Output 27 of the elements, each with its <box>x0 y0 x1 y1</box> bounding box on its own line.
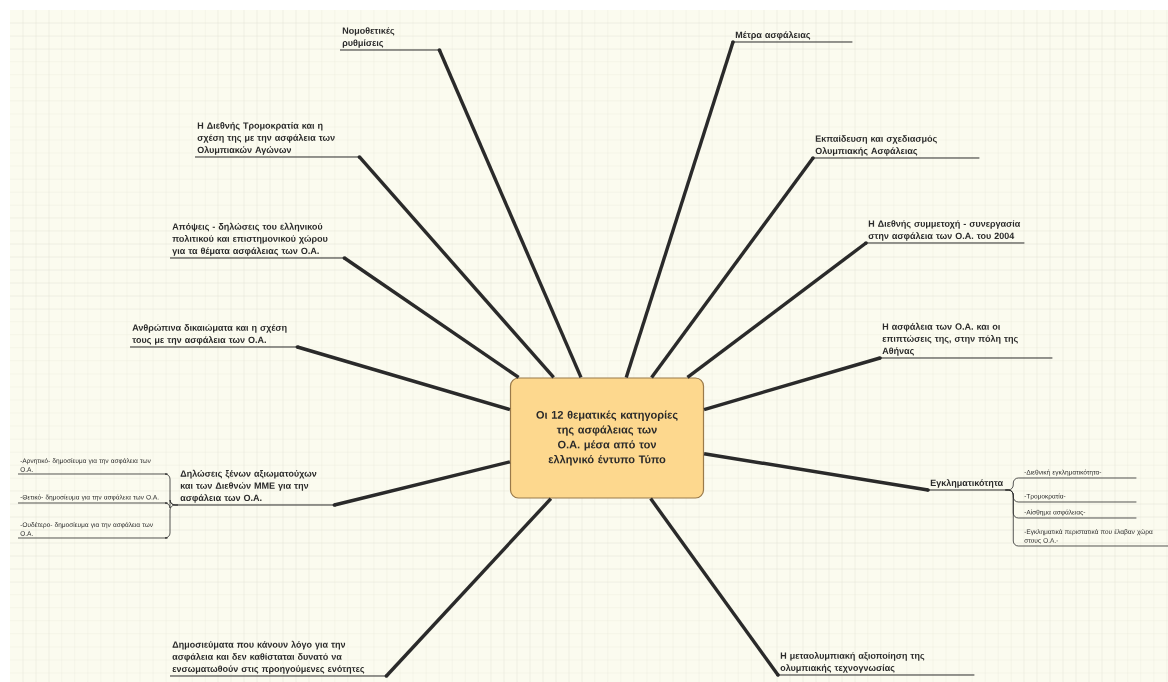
branch-line <box>334 460 511 507</box>
topic-label: Η Διεθνής Τρομοκρατία και η σχέση της με την ασφάλεια των Ολυμπιακών Αγώνων <box>194 122 362 159</box>
topic-label: Ανθρώπινα δικαιώματα και η σχέση τους με την ασφάλεια των Ο.Α. <box>129 324 300 349</box>
branch-line <box>686 241 868 379</box>
branch-line <box>624 41 735 378</box>
branch-line <box>649 497 780 676</box>
topic-label: Δηλώσεις ξένων αξιωματούχων και των Διεθνών ΜΜΕ για την ασφάλεια των Ο.Α. <box>177 469 337 507</box>
branch-line <box>703 452 929 492</box>
branch-line <box>385 497 553 678</box>
branch-line <box>703 356 881 412</box>
topic-label: Εγκληματικότητα <box>926 479 1006 492</box>
branch-line <box>358 155 555 379</box>
topic-label: Νομοθετικές ρυθμίσεις <box>339 27 442 52</box>
branch-line <box>296 345 511 412</box>
bracket-line <box>164 504 179 539</box>
topic-label: Απόψεις - δηλώσεις του ελληνικού πολιτικού και επιστημονικού χώρου για τα θέματα ασφάλειας των Ο.Α. <box>169 222 347 260</box>
bracket-line <box>1004 489 1023 547</box>
topic-label: Η μεταολυμπιακή αξιοποίηση της ολυμπιακής τεχνογνωσίας <box>776 652 975 677</box>
topic-label: Η ασφάλεια των Ο.Α. και οι επιπτώσεις της, στην πόλη της Αθήνας <box>878 322 1053 360</box>
topic-label: Δημοσιεύματα που κάνουν λόγο για την ασφάλεια και δεν καθίσταται δυνατό να ενσωματωθούν στις προηγούμενες ενότητες <box>169 640 389 678</box>
branch-line <box>650 157 815 379</box>
topic-label: Εκπαίδευση και σχεδιασμός Ολυμπιακής Ασφάλειας <box>811 135 980 160</box>
topic-label: Η Διεθνής συμμετοχή - συνεργασία στην ασφάλεια των Ο.Α. του 2004 <box>864 220 1025 245</box>
branch-line <box>343 256 520 379</box>
central-topic-box: Οι 12 θεματικές κατηγορίες της ασφάλειας των Ο.Α. μέσα από τον ελληνικό έντυπο Τύπο <box>509 377 705 499</box>
topic-label: Μέτρα ασφάλειας <box>731 31 853 44</box>
branch-line <box>437 49 583 379</box>
